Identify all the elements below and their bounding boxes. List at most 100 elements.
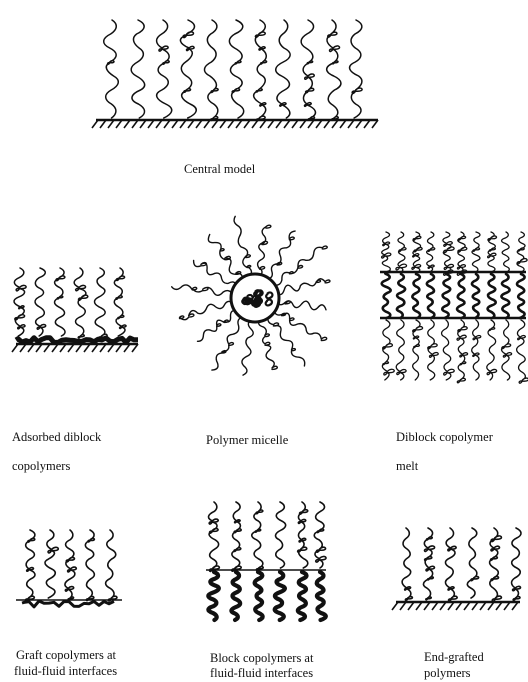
block-copolymers-drawing <box>206 502 326 620</box>
central-model-chain <box>276 20 290 118</box>
end-grafted-drawing <box>392 528 521 610</box>
graft-copolymer-chain <box>45 530 58 598</box>
graft-copolymer-chain <box>25 530 35 601</box>
melt-top-chain <box>517 232 527 272</box>
micelle-corona-chain <box>234 216 251 276</box>
block-upper-chain <box>298 502 308 568</box>
central-model-chain <box>350 20 363 118</box>
central-model-drawing <box>92 20 378 128</box>
adsorbed-diblock-chain <box>55 268 66 336</box>
block-lower-chain <box>317 572 326 620</box>
melt-middle-chain <box>412 274 420 318</box>
adsorbed-diblock-drawing <box>12 268 138 352</box>
melt-middle-chain <box>501 274 509 318</box>
melt-middle-chain <box>517 274 525 318</box>
melt-bottom-chain <box>502 320 512 380</box>
melt-bottom-chain <box>396 320 406 380</box>
micelle-corona-chain <box>198 311 238 342</box>
central-model-chain <box>157 20 172 118</box>
melt-middle-chain <box>488 274 496 318</box>
caption-adsorbed-line1: Adsorbed diblock <box>12 430 101 445</box>
caption-endgrafted-line2: polymers <box>424 666 471 681</box>
melt-middle-chain <box>397 274 405 318</box>
block-upper-chain <box>209 502 220 571</box>
melt-bottom-chain <box>413 320 423 380</box>
caption-block-line2: fluid-fluid interfaces <box>210 666 313 681</box>
melt-bottom-chain <box>517 320 528 383</box>
adsorbed-diblock-chain <box>114 268 126 336</box>
micelle-corona-chain <box>274 309 327 340</box>
adsorbed-block-layer <box>16 338 138 343</box>
polymer-micelle-drawing <box>172 216 330 375</box>
central-model-chain <box>131 20 144 118</box>
melt-top-chain <box>443 232 454 275</box>
melt-middle-chain <box>427 274 435 318</box>
melt-bottom-chain <box>457 320 468 383</box>
melt-top-chain <box>502 232 510 272</box>
graft-backbone <box>22 601 114 607</box>
caption-adsorbed-line2: copolymers <box>12 459 70 474</box>
graft-copolymers-drawing <box>16 530 122 607</box>
melt-top-chain <box>382 232 391 274</box>
melt-bottom-chain <box>428 320 439 380</box>
block-upper-chain <box>276 502 286 568</box>
central-model-chain <box>180 20 196 118</box>
micelle-corona-chain <box>194 261 237 287</box>
caption-endgrafted-line1: End-grafted <box>424 650 484 665</box>
end-grafted-chain <box>445 528 457 601</box>
adsorbed-diblock-chain <box>14 268 26 336</box>
caption-melt-line1: Diblock copolymer <box>396 430 493 445</box>
caption-block-line1: Block copolymers at <box>210 651 313 666</box>
central-model-chain <box>254 20 267 121</box>
caption-melt-line2: melt <box>396 459 418 474</box>
block-lower-chain <box>208 572 219 620</box>
block-lower-chain <box>298 572 307 620</box>
graft-copolymer-chain <box>106 530 117 601</box>
melt-top-chain <box>427 232 435 272</box>
end-grafted-chain <box>423 528 434 600</box>
graft-copolymer-chain <box>85 530 94 601</box>
melt-top-chain <box>472 232 480 272</box>
melt-middle-chain <box>382 274 391 318</box>
central-model-chain <box>204 20 218 120</box>
central-model-chain <box>229 20 243 118</box>
end-grafted-chain <box>402 528 412 600</box>
adsorbed-diblock-chain <box>74 268 88 338</box>
block-upper-chain <box>232 502 241 571</box>
central-model-chain <box>327 20 341 120</box>
block-lower-chain <box>275 572 285 620</box>
block-upper-chain <box>314 502 326 568</box>
caption-polymer-micelle: Polymer micelle <box>206 433 288 448</box>
micelle-corona-chain <box>277 301 326 310</box>
end-grafted-chain <box>512 528 521 600</box>
block-lower-chain <box>231 572 240 620</box>
melt-top-chain <box>412 232 422 272</box>
adsorbed-diblock-chain <box>35 268 46 336</box>
micelle-corona-chain <box>242 320 253 375</box>
end-grafted-chain <box>490 528 502 601</box>
end-grafted-chain <box>467 528 478 598</box>
melt-top-chain <box>488 232 497 272</box>
central-model-chain <box>104 20 119 118</box>
melt-middle-chain <box>457 274 465 318</box>
melt-bottom-chain <box>472 320 481 380</box>
melt-bottom-chain <box>382 320 394 380</box>
melt-bottom-chain <box>487 320 497 380</box>
micelle-corona-chain <box>276 279 330 295</box>
micelle-corona-chain <box>259 319 278 369</box>
melt-bottom-chain <box>442 320 455 380</box>
caption-graft-line1: Graft copolymers at <box>16 648 116 663</box>
graft-copolymer-chain <box>65 530 76 600</box>
central-model-chain <box>301 20 315 120</box>
block-lower-chain <box>255 572 263 620</box>
caption-graft-line2: fluid-fluid interfaces <box>14 664 117 679</box>
melt-middle-chain <box>442 274 450 318</box>
micelle-corona-chain <box>172 285 234 295</box>
block-upper-chain <box>252 502 263 570</box>
diblock-melt-drawing <box>380 232 528 383</box>
micelle-corona-chain <box>258 225 271 276</box>
adsorbed-diblock-chain <box>95 268 108 339</box>
melt-middle-chain <box>472 274 479 318</box>
micelle-corona-chain <box>180 301 234 319</box>
